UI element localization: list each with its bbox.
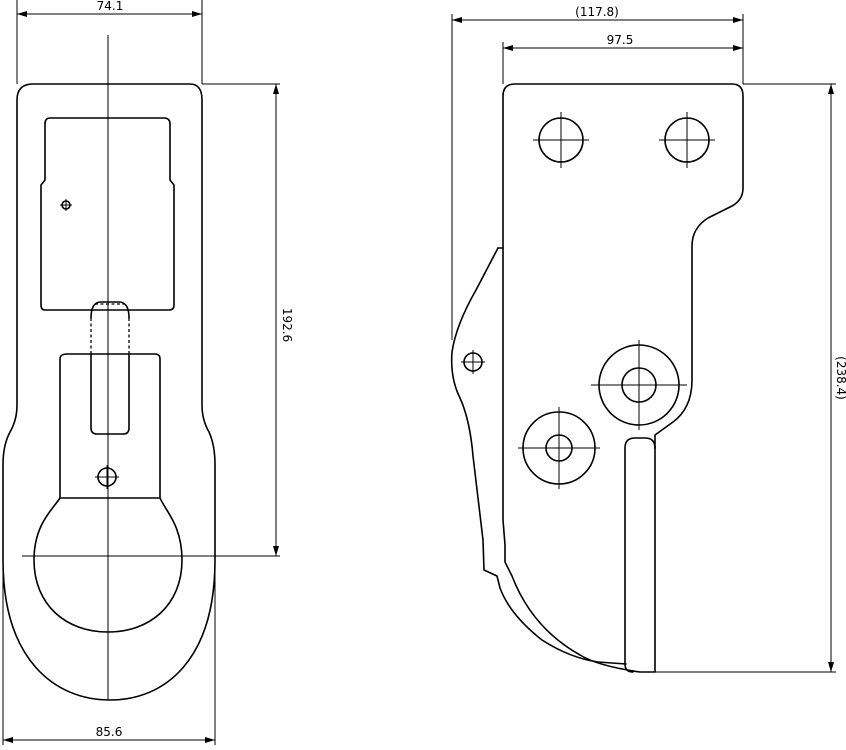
top-hole-right xyxy=(659,112,715,168)
side-plate xyxy=(450,247,627,665)
dim-bottom-width: 85.6 xyxy=(3,725,215,743)
dim-overall-width: (117.8) xyxy=(452,5,743,23)
right-view-outline xyxy=(502,83,744,673)
tongue xyxy=(90,301,130,435)
dim-label-overall-width: (117.8) xyxy=(575,5,619,19)
small-hole-lower xyxy=(95,465,119,489)
top-hole-left xyxy=(533,112,589,168)
side-hole xyxy=(461,350,485,374)
dim-label-bottom-width: 85.6 xyxy=(96,725,123,739)
dim-plate-width: 97.5 xyxy=(503,33,743,51)
slot-bar xyxy=(624,437,656,673)
dim-label-plate-width: 97.5 xyxy=(607,33,634,47)
boss-hole-small xyxy=(518,407,600,489)
dim-left-height: 192.6 xyxy=(273,84,294,556)
dim-label-overall-height: (238.4) xyxy=(834,356,846,400)
right-view: (117.8) 97.5 (238.4) xyxy=(450,5,846,673)
left-view-outline xyxy=(2,83,216,701)
hidden-tongue xyxy=(90,303,130,354)
small-hole-upper xyxy=(60,199,72,211)
boss-hole-large xyxy=(591,340,687,430)
upper-window xyxy=(40,117,175,311)
dim-label-left-height: 192.6 xyxy=(280,308,294,342)
dim-top-width: 74.1 xyxy=(17,0,202,17)
dim-label-top-width: 74.1 xyxy=(97,0,124,13)
left-view: 74.1 85.6 192.6 xyxy=(2,0,294,745)
dim-overall-height: (238.4) xyxy=(828,84,846,672)
